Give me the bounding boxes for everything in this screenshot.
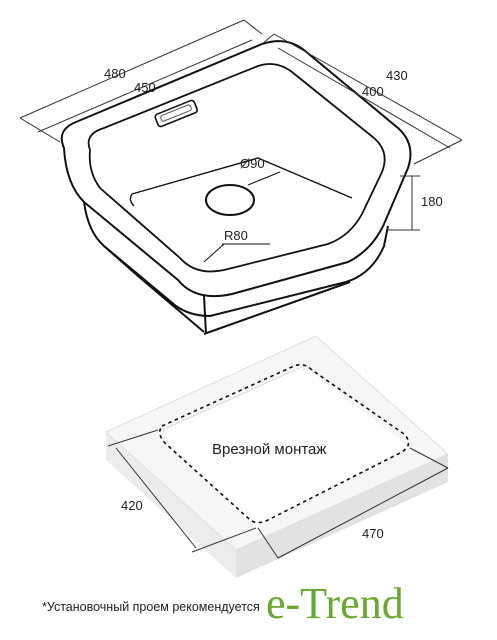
dim-drain: Ø90 bbox=[240, 156, 265, 171]
dim-inner-depth: 400 bbox=[362, 84, 384, 99]
cutout-slab bbox=[105, 335, 449, 578]
dim-cutout-depth: 420 bbox=[121, 498, 143, 513]
dim-height: 180 bbox=[421, 194, 443, 209]
dim-outer-width: 480 bbox=[104, 66, 126, 81]
dim-cutout-width: 470 bbox=[362, 526, 384, 541]
sink-outline bbox=[60, 40, 412, 335]
dim-radius: R80 bbox=[224, 228, 248, 243]
drain-icon bbox=[205, 184, 255, 216]
brand-logo: e-Trend bbox=[266, 579, 404, 628]
cutout-title: Врезной монтаж bbox=[212, 441, 326, 458]
footnote-text: *Установочный проем рекомендуется bbox=[42, 600, 260, 614]
cutout-dimension-lines bbox=[107, 429, 449, 559]
dim-outer-depth: 430 bbox=[386, 68, 408, 83]
overflow-icon bbox=[154, 99, 198, 128]
leader-lines bbox=[203, 171, 281, 263]
sink-dimension-lines bbox=[19, 19, 463, 231]
dim-inner-width: 450 bbox=[134, 80, 156, 95]
